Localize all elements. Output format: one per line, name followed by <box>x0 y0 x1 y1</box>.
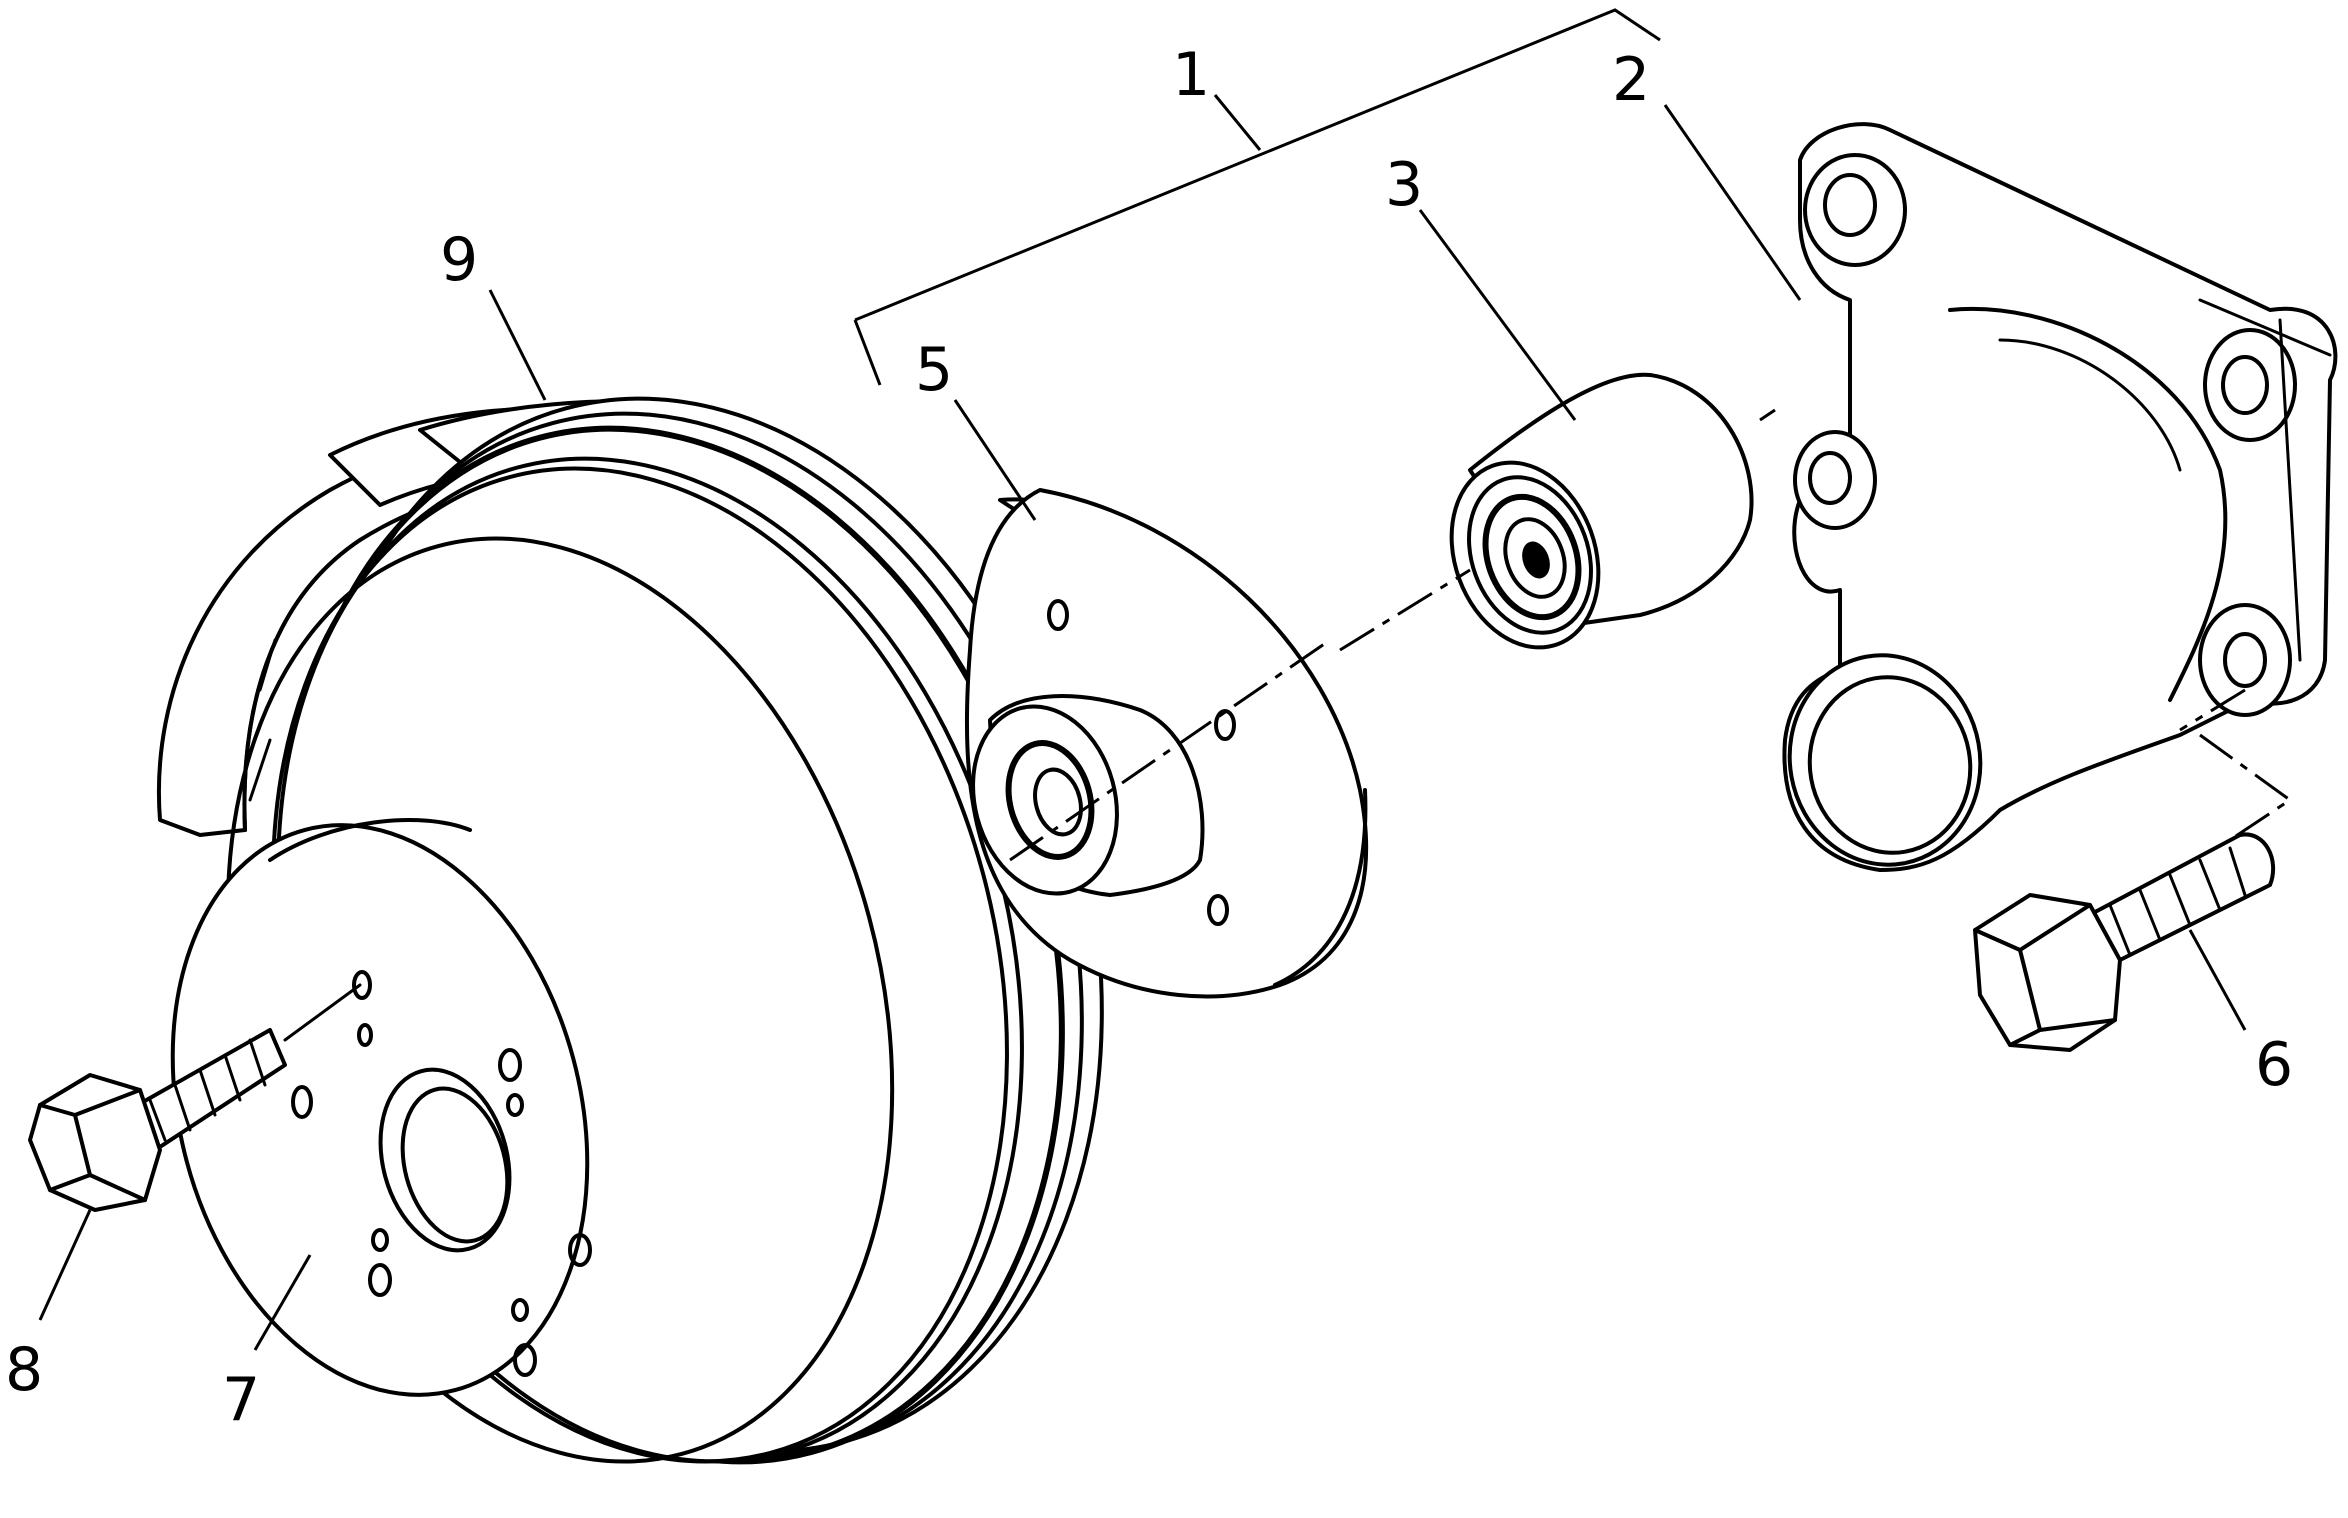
pulley-bolt <box>28 983 362 1212</box>
callout-2: 2 <box>1612 45 1650 115</box>
hub-flange <box>964 488 1369 999</box>
callout-1: 1 <box>1172 40 1210 110</box>
callout-9: 9 <box>440 225 478 295</box>
callout-8: 8 <box>5 1335 43 1405</box>
bearing-sleeve <box>1449 372 1754 650</box>
callout-5: 5 <box>915 335 953 405</box>
mounting-bracket <box>1782 122 2338 872</box>
callout-labels: 1 2 3 5 6 7 8 9 <box>5 40 2293 1435</box>
callout-6: 6 <box>2255 1030 2293 1100</box>
callout-3: 3 <box>1385 150 1423 220</box>
callout-7: 7 <box>222 1365 260 1435</box>
callout-leaders <box>38 8 2247 1351</box>
bracket-bolt <box>1973 832 2276 1052</box>
pulley-bolt-holes <box>291 970 592 1377</box>
assembly-axis-lines <box>1009 408 2293 862</box>
